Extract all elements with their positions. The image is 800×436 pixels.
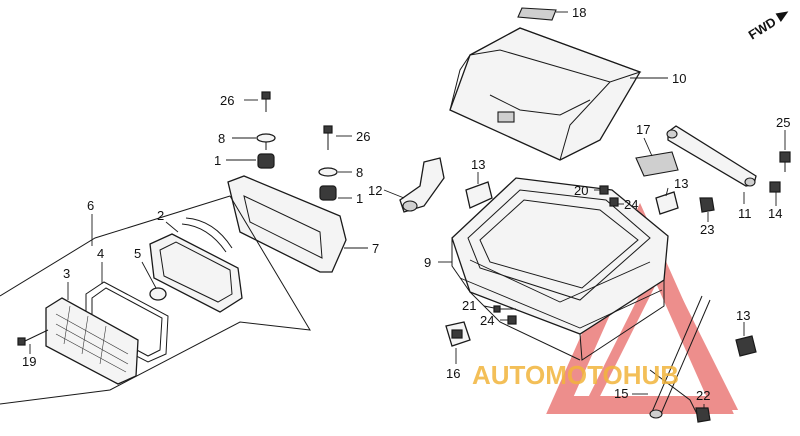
part-10-lid [449,27,668,161]
part-15-stay [632,295,711,421]
callout-13-lower: 13 [736,308,750,323]
callout-1-left: 1 [214,153,221,168]
callout-12: 12 [368,183,382,198]
part-13-clip-lower [735,322,757,357]
callout-20: 20 [574,183,588,198]
part-6-assembly-outline [0,195,311,405]
callout-16: 16 [446,366,460,381]
part-23-washer [699,197,715,222]
callout-3: 3 [63,266,70,281]
part-22-cap [695,404,711,423]
callout-22: 22 [696,388,710,403]
part-5-bulb [141,261,167,301]
part-2-lamp-housing [149,217,243,313]
part-7-bracket [227,175,368,273]
callout-21: 21 [462,298,476,313]
part-18-label-plate [517,7,568,21]
callout-26-left: 26 [220,93,234,108]
part-25-bolt [779,130,791,172]
callout-9: 9 [424,255,431,270]
callout-24-upper: 24 [624,197,638,212]
part-12-latch [383,157,445,213]
callout-14: 14 [768,206,782,221]
callout-15: 15 [614,386,628,401]
part-19-screw [17,329,49,354]
part-20-bolt [594,185,609,195]
callout-5: 5 [134,246,141,261]
callout-13-upper: 13 [471,157,485,172]
part-17-pad [635,137,679,177]
callout-4: 4 [97,246,104,261]
part-13-clip-upper [465,172,493,209]
callout-17: 17 [636,122,650,137]
callout-19: 19 [22,354,36,369]
part-14-nut [769,181,781,206]
callout-labels: 18 10 26 8 1 26 8 1 6 2 7 5 4 3 19 12 13… [22,5,790,403]
part-26-screw-left [244,91,271,112]
callout-2: 2 [157,208,164,223]
part-11-carrier-bar [666,125,757,204]
part-21-bolt [483,305,516,313]
callout-1-right: 1 [356,191,363,206]
part-1-grommet-left [226,153,275,169]
callout-24-lower: 24 [480,313,494,328]
callout-13-right: 13 [674,176,688,191]
part-8-washer-right [318,167,352,177]
fwd-arrow-icon [775,11,789,22]
callout-7: 7 [372,241,379,256]
callout-26-right: 26 [356,129,370,144]
callout-10: 10 [672,71,686,86]
part-16-clip [445,321,471,364]
part-13-clip-right [655,187,679,215]
part-26-screw-right [323,125,352,150]
part-24-nut-lower [500,315,517,325]
callout-8-right: 8 [356,165,363,180]
part-3-lens [45,282,139,385]
part-8-washer-left [232,133,276,150]
part-24-nut-upper [609,197,624,207]
callout-25: 25 [776,115,790,130]
part-1-grommet-right [319,185,352,201]
callout-8-left: 8 [218,131,225,146]
callout-6: 6 [87,198,94,213]
callout-18: 18 [572,5,586,20]
callout-23: 23 [700,222,714,237]
fwd-direction-indicator: FWD [746,11,789,43]
callout-11: 11 [738,206,752,221]
fwd-label: FWD [746,14,779,42]
watermark-text: AUTOMOTOHUB [472,360,679,390]
part-9-luggage-box [438,177,669,361]
